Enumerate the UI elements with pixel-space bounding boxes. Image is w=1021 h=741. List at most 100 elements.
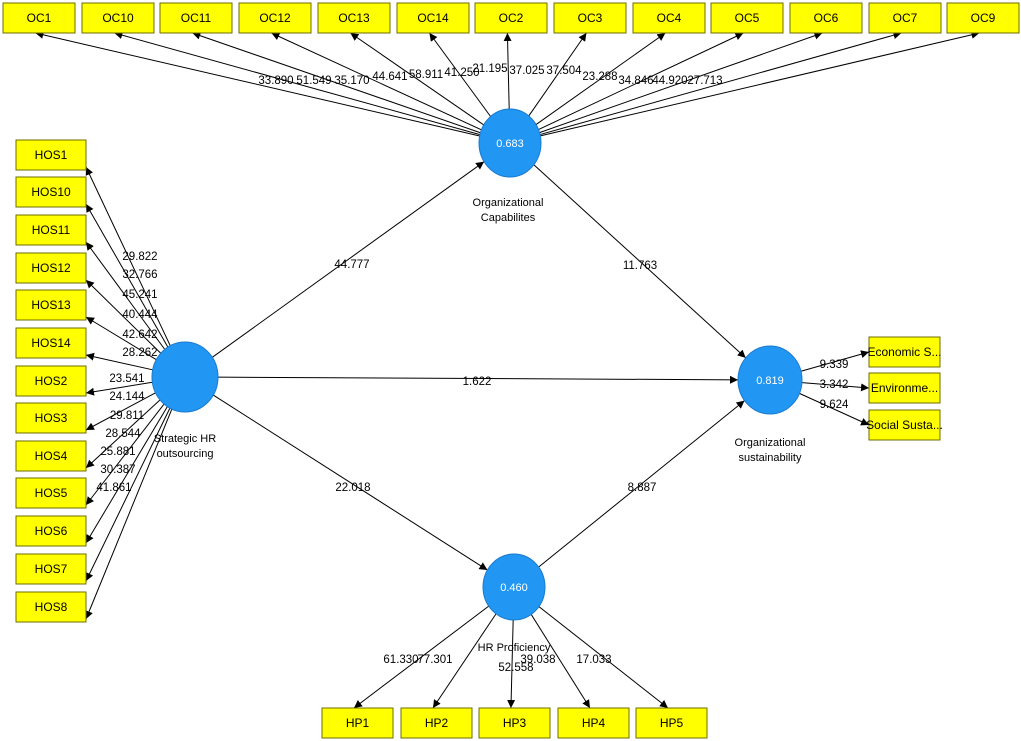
indicator-label: HOS13: [31, 298, 71, 312]
indicator-hos14[interactable]: HOS14: [15, 327, 87, 359]
loading-value: 3.342: [820, 379, 849, 391]
indicator-oc12[interactable]: OC12: [238, 2, 312, 34]
indicator-hp1[interactable]: HP1: [321, 707, 394, 739]
loading-arrow-oc5: [538, 32, 744, 131]
indicator-hos4[interactable]: HOS4: [15, 440, 87, 472]
path-hp-to-os: [538, 400, 745, 568]
indicator-label: OC3: [578, 11, 603, 25]
loading-arrow-oc13: [350, 32, 485, 126]
indicator-box: [15, 289, 87, 321]
indicator-oc3[interactable]: OC3: [553, 2, 627, 34]
indicator-hos8[interactable]: HOS8: [15, 591, 87, 623]
path-coefficient: 1.622: [463, 376, 492, 388]
loading-arrow-environme-: [801, 382, 870, 392]
indicator-oc2[interactable]: OC2: [474, 2, 548, 34]
indicator-box: [15, 214, 87, 246]
indicator-label: OC12: [259, 11, 291, 25]
indicator-box: [474, 2, 548, 34]
indicator-label: OC13: [338, 11, 370, 25]
indicator-oc10[interactable]: OC10: [81, 2, 155, 34]
r-squared-value: 0.460: [500, 582, 528, 594]
indicator-label: HOS11: [32, 223, 71, 237]
indicator-hp3[interactable]: HP3: [478, 707, 551, 739]
indicator-oc11[interactable]: OC11: [159, 2, 233, 34]
indicator-social-susta[interactable]: Social Susta...: [866, 409, 943, 441]
indicator-environme[interactable]: Environme...: [868, 372, 941, 404]
indicator-oc1[interactable]: OC1: [2, 2, 76, 34]
loading-arrow-hos8: [85, 408, 173, 620]
indicator-label: HOS7: [35, 562, 68, 576]
loading-arrow-oc10: [114, 31, 481, 136]
construct-name-line2: sustainability: [739, 452, 802, 464]
indicator-hp2[interactable]: HP2: [400, 707, 473, 739]
loading-value: 44.920: [652, 75, 687, 87]
indicator-hos1[interactable]: HOS1: [15, 139, 87, 171]
indicator-oc14[interactable]: OC14: [396, 2, 470, 34]
indicator-hos13[interactable]: HOS13: [15, 289, 87, 321]
indicator-label: OC4: [657, 11, 682, 25]
indicator-box: [789, 2, 863, 34]
indicator-box: [15, 477, 87, 509]
indicator-hos2[interactable]: HOS2: [15, 365, 87, 397]
loading-arrow-hos10: [85, 203, 169, 348]
loading-arrow-hos2: [85, 381, 153, 396]
indicator-hos7[interactable]: HOS7: [15, 553, 87, 585]
loading-value: 9.624: [820, 399, 849, 411]
indicator-box: [15, 440, 87, 472]
indicator-oc13[interactable]: OC13: [317, 2, 391, 34]
indicator-oc5[interactable]: OC5: [710, 2, 784, 34]
indicator-box: [553, 2, 627, 34]
indicator-oc4[interactable]: OC4: [632, 2, 706, 34]
indicator-hos6[interactable]: HOS6: [15, 515, 87, 547]
construct-name: Organizational: [473, 197, 544, 209]
indicator-hp5[interactable]: HP5: [635, 707, 708, 739]
indicator-economic-s[interactable]: Economic S...: [867, 336, 942, 368]
loading-value: 21.195: [472, 63, 507, 75]
indicator-hos5[interactable]: HOS5: [15, 477, 87, 509]
loading-arrow-economic-s-: [800, 350, 870, 372]
indicator-hos12[interactable]: HOS12: [15, 252, 87, 284]
loading-value: 24.144: [109, 391, 145, 403]
path-hos-to-oc: [212, 161, 485, 358]
loading-arrow-hos12: [85, 279, 162, 354]
loading-arrow-hos13: [85, 316, 157, 361]
construct-circle: [151, 341, 219, 413]
indicator-oc7[interactable]: OC7: [868, 2, 942, 34]
indicator-box: [15, 365, 87, 397]
indicator-label: OC6: [814, 11, 839, 25]
indicator-box: [557, 707, 630, 739]
indicator-hp4[interactable]: HP4: [557, 707, 630, 739]
r-squared-value: 0.819: [756, 375, 784, 387]
path-hos-to-os: [217, 375, 739, 384]
indicator-label: OC9: [971, 11, 996, 25]
indicator-hos10[interactable]: HOS10: [15, 176, 87, 208]
loading-value: 28.262: [122, 347, 157, 359]
loading-value: 28.544: [105, 428, 141, 440]
loading-arrow-oc11: [192, 31, 481, 134]
indicator-label: OC11: [181, 11, 212, 25]
loading-value: 29.822: [122, 251, 157, 263]
loading-value: 34.846: [618, 75, 653, 87]
indicator-oc9[interactable]: OC9: [946, 2, 1020, 34]
indicator-hos3[interactable]: HOS3: [15, 402, 87, 434]
indicator-hos11[interactable]: HOS11: [15, 214, 87, 246]
indicator-box: [632, 2, 706, 34]
indicator-oc6[interactable]: OC6: [789, 2, 863, 34]
loading-arrow-hp4: [530, 614, 591, 709]
loading-value: 41.250: [444, 67, 479, 79]
indicator-label: HP5: [660, 716, 684, 730]
loading-arrow-hos7: [85, 407, 171, 582]
loading-value: 42.642: [122, 329, 157, 341]
indicator-label: Social Susta...: [866, 418, 943, 432]
path-coefficient: 8.887: [628, 482, 657, 494]
indicator-box: [238, 2, 312, 34]
path-oc-to-os: [533, 164, 747, 359]
construct-circle: [478, 108, 542, 178]
loading-value: 27.713: [687, 75, 722, 87]
